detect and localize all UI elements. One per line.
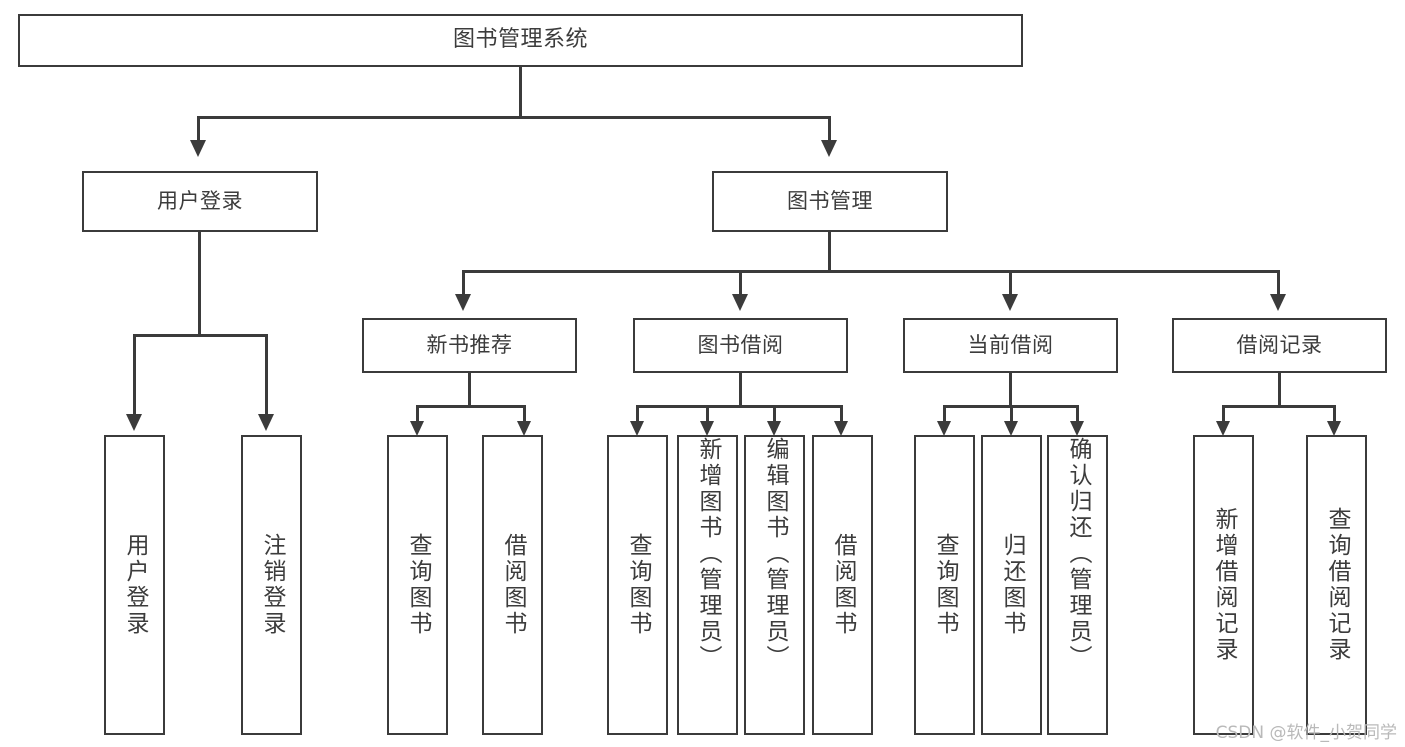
node-leaf-query-book-2-label: 查询图书	[625, 533, 651, 637]
connector-cb-drop-1	[943, 405, 946, 425]
node-leaf-user-login-label: 用户登录	[122, 533, 148, 637]
arrowhead-new-book-recommend	[455, 294, 471, 311]
arrowhead-borrow-record	[1270, 294, 1286, 311]
arrowhead-leaf-confirm-return-admin	[1070, 421, 1084, 436]
connector-borrow-record-bus	[1222, 405, 1336, 408]
node-leaf-confirm-return-admin[interactable]: 确认归还（管理员）	[1047, 435, 1108, 735]
arrowhead-leaf-query-book-3	[937, 421, 951, 436]
arrowhead-current-borrow	[1002, 294, 1018, 311]
arrowhead-user-login	[190, 140, 206, 157]
connector-user-login-stem	[198, 232, 201, 336]
arrowhead-leaf-logout-login	[258, 414, 274, 431]
node-leaf-add-book-admin[interactable]: 新增图书（管理员）	[677, 435, 738, 735]
connector-current-borrow-stem	[1009, 373, 1012, 407]
node-leaf-query-book-3[interactable]: 查询图书	[914, 435, 975, 735]
connector-nbr-drop-2	[523, 405, 526, 425]
node-new-book-recommend[interactable]: 新书推荐	[362, 318, 577, 373]
connector-bb-drop-1	[636, 405, 639, 425]
node-leaf-return-book[interactable]: 归还图书	[981, 435, 1042, 735]
node-leaf-borrow-book-1[interactable]: 借阅图书	[482, 435, 543, 735]
node-book-borrow[interactable]: 图书借阅	[633, 318, 848, 373]
node-leaf-logout-login-label: 注销登录	[259, 533, 285, 637]
csdn-watermark: CSDN @软件_小贺同学	[1215, 723, 1397, 743]
connector-user-login-drop-2	[265, 334, 268, 417]
connector-root-stem	[519, 67, 522, 118]
connector-book-borrow-stem	[739, 373, 742, 407]
connector-bb-drop-2	[706, 405, 709, 425]
node-leaf-logout-login[interactable]: 注销登录	[241, 435, 302, 735]
connector-user-login-drop-1	[133, 334, 136, 417]
connector-to-book-borrow	[739, 270, 742, 297]
node-book-manage[interactable]: 图书管理	[712, 171, 948, 232]
node-leaf-query-book-3-label: 查询图书	[932, 533, 958, 637]
node-new-book-recommend-label: 新书推荐	[426, 332, 513, 357]
connector-new-book-recommend-stem	[468, 373, 471, 407]
node-leaf-query-book-1-label: 查询图书	[405, 533, 431, 637]
connector-cb-drop-3	[1076, 405, 1079, 425]
arrowhead-leaf-add-borrow-record	[1216, 421, 1230, 436]
node-leaf-edit-book-admin-label: 编辑图书（管理员）	[762, 437, 788, 671]
connector-br-drop-1	[1222, 405, 1225, 425]
node-leaf-confirm-return-admin-label: 确认归还（管理员）	[1065, 437, 1091, 671]
connector-bb-drop-3	[773, 405, 776, 425]
connector-borrow-record-stem	[1278, 373, 1281, 407]
node-leaf-add-borrow-record-label: 新增借阅记录	[1211, 507, 1237, 663]
connector-book-manage-stem	[828, 232, 831, 273]
node-current-borrow[interactable]: 当前借阅	[903, 318, 1118, 373]
connector-bb-drop-4	[840, 405, 843, 425]
node-leaf-query-borrow-record-label: 查询借阅记录	[1324, 507, 1350, 663]
connector-cb-drop-2	[1010, 405, 1013, 425]
node-book-manage-label: 图书管理	[787, 188, 873, 213]
node-user-login[interactable]: 用户登录	[82, 171, 318, 232]
arrowhead-book-borrow	[732, 294, 748, 311]
node-leaf-query-borrow-record[interactable]: 查询借阅记录	[1306, 435, 1367, 735]
connector-to-current-borrow	[1009, 270, 1012, 297]
node-user-login-label: 用户登录	[157, 188, 243, 213]
arrowhead-leaf-edit-book-admin	[767, 421, 781, 436]
connector-nbr-drop-1	[416, 405, 419, 425]
node-current-borrow-label: 当前借阅	[967, 332, 1054, 357]
arrowhead-leaf-borrow-book-1	[517, 421, 531, 436]
node-root-label: 图书管理系统	[452, 27, 588, 53]
connector-new-book-recommend-bus	[416, 405, 526, 408]
node-borrow-record[interactable]: 借阅记录	[1172, 318, 1387, 373]
connector-br-drop-2	[1333, 405, 1336, 425]
node-leaf-return-book-label: 归还图书	[999, 533, 1025, 637]
node-leaf-query-book-1[interactable]: 查询图书	[387, 435, 448, 735]
node-leaf-add-borrow-record[interactable]: 新增借阅记录	[1193, 435, 1254, 735]
node-root-system[interactable]: 图书管理系统	[18, 14, 1023, 67]
connector-to-user-login	[197, 116, 200, 144]
arrowhead-leaf-add-book-admin	[700, 421, 714, 436]
node-leaf-query-book-2[interactable]: 查询图书	[607, 435, 668, 735]
node-leaf-borrow-book-1-label: 借阅图书	[500, 533, 526, 637]
connector-level2-bus	[462, 270, 1280, 273]
arrowhead-leaf-query-book-1	[410, 421, 424, 436]
node-leaf-borrow-book-2-label: 借阅图书	[830, 533, 856, 637]
arrowhead-leaf-query-borrow-record	[1327, 421, 1341, 436]
node-leaf-edit-book-admin[interactable]: 编辑图书（管理员）	[744, 435, 805, 735]
node-leaf-add-book-admin-label: 新增图书（管理员）	[695, 437, 721, 671]
arrowhead-book-manage	[821, 140, 837, 157]
connector-to-borrow-record	[1277, 270, 1280, 297]
connector-to-new-book-recommend	[462, 270, 465, 297]
connector-user-login-bus	[133, 334, 268, 337]
node-leaf-user-login[interactable]: 用户登录	[104, 435, 165, 735]
arrowhead-leaf-borrow-book-2	[834, 421, 848, 436]
arrowhead-leaf-query-book-2	[630, 421, 644, 436]
node-leaf-borrow-book-2[interactable]: 借阅图书	[812, 435, 873, 735]
connector-to-book-manage	[828, 116, 831, 144]
node-borrow-record-label: 借阅记录	[1236, 332, 1323, 357]
arrowhead-leaf-return-book	[1004, 421, 1018, 436]
connector-level1-bus	[197, 116, 831, 119]
node-book-borrow-label: 图书借阅	[697, 332, 784, 357]
connector-book-borrow-bus	[636, 405, 843, 408]
arrowhead-leaf-user-login	[126, 414, 142, 431]
